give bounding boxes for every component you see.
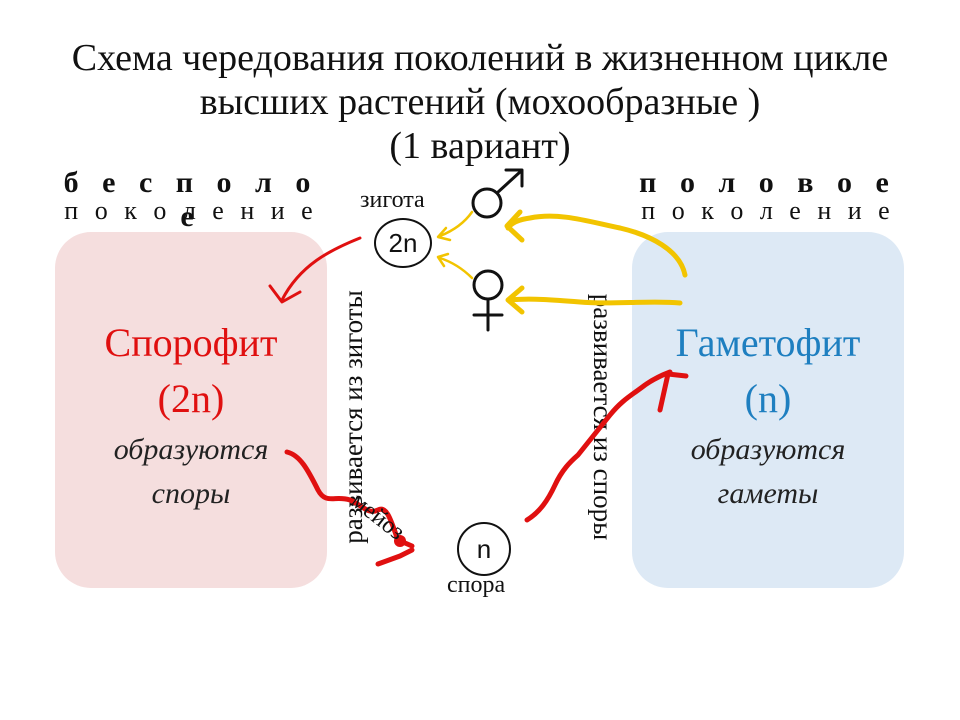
yellow-arrow-to-male	[505, 213, 688, 278]
zygote-value: 2n	[388, 227, 418, 258]
gametophyte-box: Гаметофит (n) образуются гаметы	[632, 232, 904, 588]
zygote-circle: 2n	[374, 218, 432, 268]
gametophyte-line-1: образуются	[690, 433, 846, 466]
spore-circle: n	[457, 522, 511, 576]
yellow-arrow-male-to-zygote	[438, 210, 474, 238]
red-arrow-zygote-to-sporophyte	[280, 236, 362, 302]
yellow-arrow-to-female	[507, 296, 683, 306]
sporophyte-box: Спорофит (2n) образуются споры	[55, 232, 327, 588]
asexual-generation-subtitle: п о к о л е н и е	[64, 196, 318, 225]
yellow-arrow-female-to-zygote	[438, 256, 474, 280]
red-squiggle-meiosis	[284, 449, 415, 549]
gametophyte-name: Гаметофит	[675, 320, 861, 365]
sporophyte-line-2: споры	[151, 477, 231, 510]
yellow-arrowhead-male	[504, 209, 525, 243]
red-squiggle-spore-to-gametophyte	[524, 369, 673, 523]
title-line-1: Схема чередования поколений в жизненном …	[71, 37, 889, 79]
yellow-arrowhead-zygote-1	[436, 226, 452, 242]
sporophyte-name: Спорофит	[104, 320, 278, 365]
sexual-generation-subtitle: п о к о л е н и е	[641, 196, 895, 225]
asexual-generation-title: б е с п о л о е	[63, 166, 319, 233]
sporophyte-line-1: образуются	[113, 433, 269, 466]
gametophyte-ploidy: (n)	[744, 376, 792, 421]
male-symbol-icon	[471, 168, 524, 219]
gametophyte-line-2: гаметы	[717, 477, 819, 510]
red-dot-meiosis	[394, 535, 406, 547]
yellow-arrowhead-female	[505, 285, 525, 315]
spore-label: спора	[447, 572, 506, 598]
zygote-label: зигота	[360, 187, 425, 213]
red-arrowhead-spore	[375, 547, 415, 567]
female-symbol-icon	[472, 269, 504, 332]
red-arrowhead-gametophyte	[657, 371, 689, 413]
title-line-3: (1 вариант)	[389, 125, 571, 167]
title-line-2: высших растений (мохообразные )	[199, 81, 761, 123]
red-arrowhead-sporophyte	[268, 284, 302, 304]
sexual-generation-title: п о л о в о е	[639, 166, 897, 199]
yellow-arrowhead-zygote-2	[436, 252, 450, 268]
sporophyte-ploidy: (2n)	[157, 376, 225, 421]
spore-value: n	[476, 533, 492, 564]
